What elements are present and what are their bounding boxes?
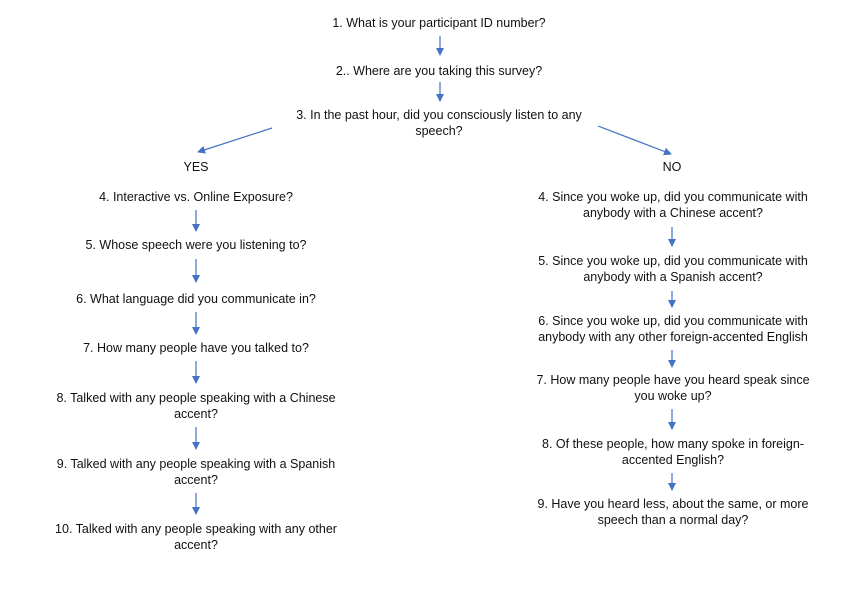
question-3: 3. In the past hour, did you consciously…	[296, 108, 582, 138]
no-question-7: 7. How many people have you heard speak …	[536, 373, 810, 403]
no-question-6: 6. Since you woke up, did you communicat…	[538, 314, 808, 344]
question-1: 1. What is your participant ID number?	[332, 16, 546, 30]
arrow-to-no	[597, 125, 672, 156]
no-question-8: 8. Of these people, how many spoke in fo…	[542, 437, 804, 467]
yes-question-7: 7. How many people have you talked to?	[83, 341, 309, 355]
yes-question-5: 5. Whose speech were you listening to?	[85, 238, 307, 252]
question-2: 2.. Where are you taking this survey?	[335, 64, 543, 78]
arrow-to-yes	[197, 127, 273, 154]
no-question-9: 9. Have you heard less, about the same, …	[537, 497, 809, 527]
yes-question-10: 10. Talked with any people speaking with…	[55, 522, 337, 552]
yes-question-4: 4. Interactive vs. Online Exposure?	[99, 190, 293, 204]
no-question-4: 4. Since you woke up, did you communicat…	[538, 190, 808, 220]
yes-question-6: 6. What language did you communicate in?	[76, 292, 316, 306]
yes-question-9: 9. Talked with any people speaking with …	[56, 457, 336, 487]
no-label: NO	[662, 160, 682, 174]
yes-label: YES	[183, 160, 209, 174]
yes-question-8: 8. Talked with any people speaking with …	[56, 391, 336, 421]
no-question-5: 5. Since you woke up, did you communicat…	[538, 254, 808, 284]
